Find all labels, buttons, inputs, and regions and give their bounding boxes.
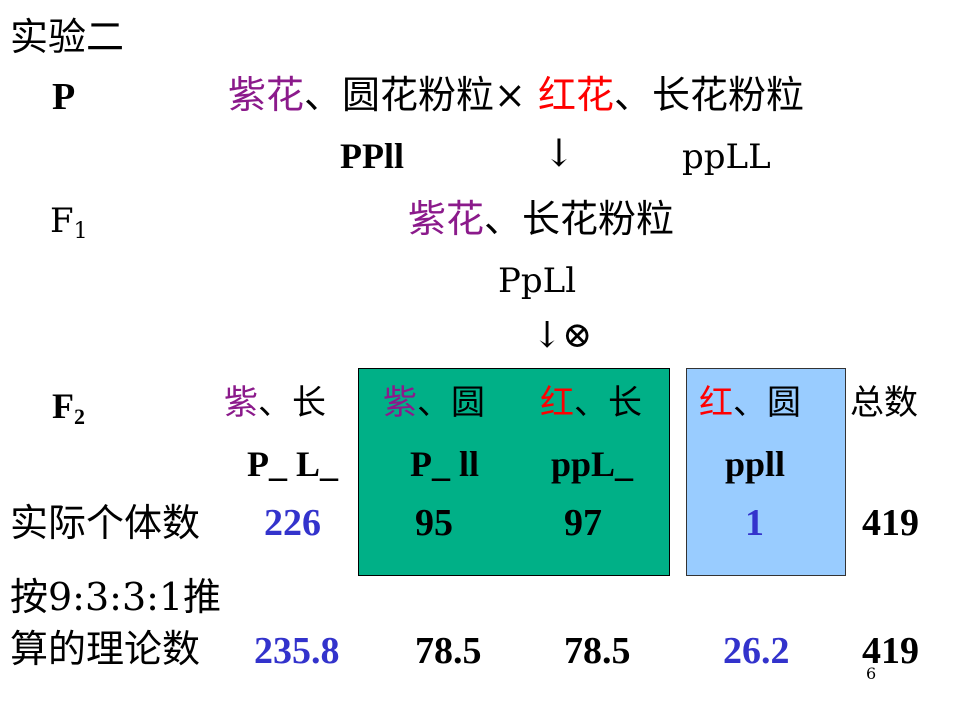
f2-genotype-3: ppL_ [551, 444, 634, 484]
f1-color: 紫花 [408, 197, 485, 241]
actual-value-1: 226 [264, 502, 321, 544]
f2-phenotype-4: 红、圆 [699, 383, 801, 423]
theory-value-2: 78.5 [415, 630, 482, 672]
actual-value-2: 95 [415, 502, 453, 544]
actual-total: 419 [862, 502, 919, 544]
theory-value-4: 26.2 [723, 630, 790, 672]
theory-value-3: 78.5 [564, 630, 631, 672]
actual-count-label: 实际个体数 [10, 501, 201, 545]
f1-label: F1 [50, 201, 88, 244]
parent1-rest: 、圆花粉粒 [304, 73, 495, 117]
theory-label-line1: 按9:3:3:1推 [10, 575, 222, 619]
theory-label-line2: 算的理论数 [10, 627, 201, 671]
theory-total: 419 [862, 630, 919, 672]
parent2-color: 红花 [537, 73, 614, 117]
parent1-color: 紫花 [228, 73, 305, 117]
parent1-genotype: PPll [340, 136, 404, 176]
f2-label: F2 [52, 386, 85, 429]
f2-genotype-4: ppll [725, 444, 786, 484]
selfing-line: ↓⊗ [532, 318, 592, 354]
f1-phenotype: 紫花、长花粉粒 [408, 200, 674, 238]
f1-genotype: PpLl [498, 261, 577, 301]
f2-phenotype-1: 紫、长 [224, 383, 326, 423]
p-generation-label: P [52, 76, 76, 118]
p-cross-line: 紫花、圆花粉粒× 红花、长花粉粒 [228, 76, 804, 114]
selfing-symbol: ⊗ [562, 315, 593, 356]
theory-value-1: 235.8 [254, 630, 340, 672]
parent2-rest: 、长花粉粒 [613, 73, 804, 117]
actual-value-3: 97 [564, 502, 602, 544]
total-label: 总数 [850, 383, 918, 423]
double-recessive-box [686, 368, 846, 576]
f2-phenotype-3: 红、长 [540, 383, 642, 423]
dihybrid-recombinant-box [358, 368, 670, 576]
selfing-arrow: ↓ [532, 315, 563, 356]
f2-phenotype-2: 紫、圆 [383, 383, 485, 423]
f1-rest: 、长花粉粒 [484, 197, 675, 241]
cross-symbol: × [494, 73, 526, 117]
f2-genotype-1: P_ L_ [247, 444, 339, 484]
page-number: 6 [866, 664, 877, 683]
slide-title: 实验二 [10, 15, 125, 59]
f2-genotype-2: P_ ll [410, 444, 479, 484]
cross-arrow: ↓ [543, 131, 575, 175]
parent2-genotype: ppLL [682, 137, 771, 177]
actual-value-4: 1 [745, 502, 764, 544]
